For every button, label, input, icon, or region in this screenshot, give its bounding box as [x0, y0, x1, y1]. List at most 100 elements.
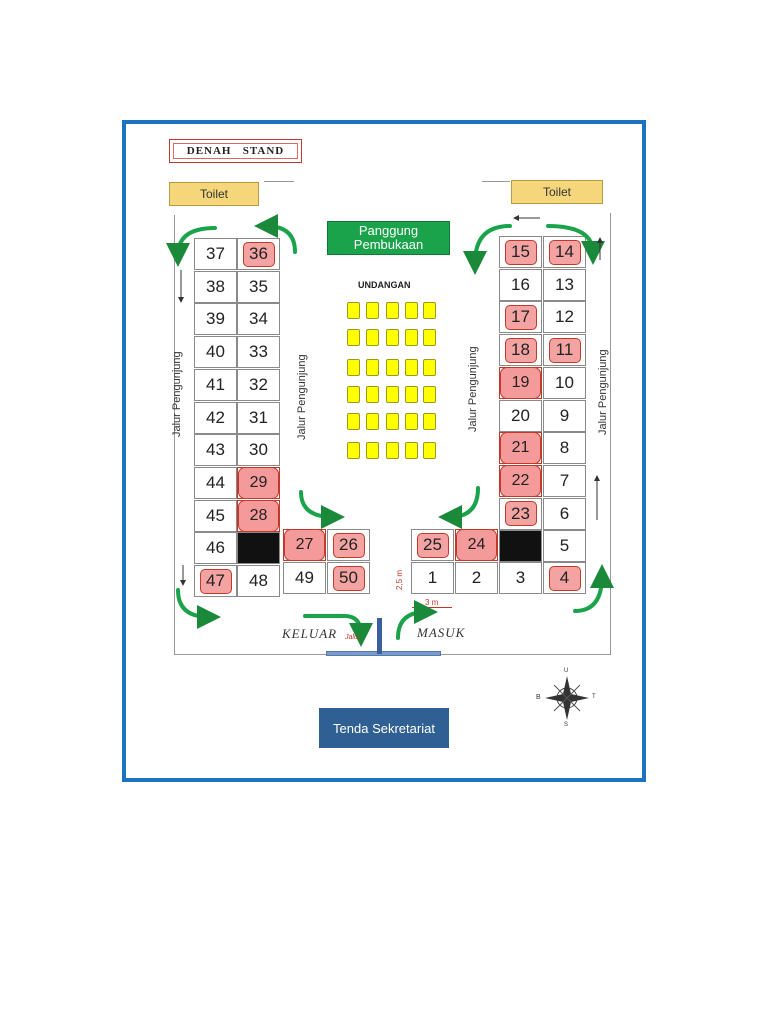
stand-18: 18 [499, 334, 542, 367]
arrow-masuk [396, 600, 438, 640]
stand-number: 50 [332, 565, 365, 591]
toilet-right: Toilet [511, 180, 603, 204]
stand-number: 49 [295, 568, 314, 587]
arrow-mid-right [438, 486, 480, 529]
arrow-keluar [303, 614, 373, 647]
guest-seat [366, 329, 379, 346]
stand-number: 9 [559, 405, 570, 425]
stand-number: 7 [559, 470, 570, 490]
stand-40: 40 [194, 336, 237, 369]
stand-number: 47 [199, 568, 232, 594]
guest-seat [423, 329, 436, 346]
stand-number: 12 [555, 307, 574, 327]
stand-50: 50 [327, 562, 370, 594]
stand-3: 3 [499, 562, 542, 594]
stand-12: 12 [543, 301, 586, 334]
stand-27: 27 [283, 529, 326, 561]
stand-21: 21 [499, 432, 542, 465]
stand-number: 26 [332, 532, 365, 558]
stand-20: 20 [499, 399, 542, 432]
guest-seat [423, 442, 436, 459]
arrow-top-right-2 [546, 224, 605, 265]
guest-seat [386, 413, 399, 430]
compass-west: B [536, 694, 541, 701]
guest-seat [386, 442, 399, 459]
stand-number: 4 [548, 565, 581, 591]
stage-line-1: Panggung [358, 223, 419, 238]
stand-number: 3 [515, 568, 526, 587]
guest-seat [405, 413, 418, 430]
stand-number: 40 [206, 342, 225, 362]
guest-seat [386, 359, 399, 376]
guest-seat [366, 359, 379, 376]
guest-seat [386, 302, 399, 319]
arrow-mid-left [299, 490, 345, 529]
stand-10: 10 [543, 366, 586, 399]
guest-seat [347, 442, 360, 459]
stand-39: 39 [194, 303, 237, 336]
stand-13: 13 [543, 268, 586, 301]
stand-number: 2 [471, 568, 482, 587]
guest-seat [386, 329, 399, 346]
stand-number: 46 [206, 538, 225, 558]
stand-31: 31 [237, 401, 280, 434]
stand-4: 4 [543, 562, 586, 594]
stand-number: 16 [511, 274, 530, 294]
stand-number: 22 [500, 464, 541, 497]
stage-line-2: Pembukaan [353, 237, 424, 252]
guest-seat [405, 442, 418, 459]
stand-number: 42 [206, 407, 225, 427]
entrance-divider [377, 618, 382, 654]
opening-stage: Panggung Pembukaan [327, 221, 450, 255]
guest-seat [405, 329, 418, 346]
guest-seat [386, 386, 399, 403]
plan-title: DENAH STAND [186, 145, 285, 157]
guest-seat [366, 302, 379, 319]
guest-seat [423, 386, 436, 403]
guests-label: UNDANGAN [358, 280, 411, 290]
guest-seat [423, 302, 436, 319]
stand-14: 14 [543, 236, 586, 268]
stand-number: 32 [249, 374, 268, 394]
stand-42: 42 [194, 401, 237, 434]
stand-5: 5 [543, 530, 586, 563]
stand-35: 35 [237, 270, 280, 303]
stand-44: 44 [194, 466, 237, 499]
guest-seat [423, 359, 436, 376]
stand-25: 25 [411, 529, 454, 561]
stand-number: 30 [249, 440, 268, 460]
stand-number: 19 [500, 366, 541, 399]
stand-number: 5 [559, 536, 570, 556]
stand-number: 13 [555, 274, 574, 294]
area-line-left [174, 215, 175, 655]
stand-number: 45 [206, 505, 225, 525]
stand-blocked [237, 532, 280, 565]
compass-rose-icon [545, 676, 589, 720]
toilet-left: Toilet [169, 182, 259, 206]
stand-number: 6 [559, 503, 570, 523]
stand-15: 15 [499, 236, 542, 268]
stand-number: 35 [249, 276, 268, 296]
arrow-top-left-2 [254, 214, 297, 254]
exit-label: KELUAR [282, 626, 338, 641]
stand-1: 1 [411, 562, 454, 594]
stand-number: 8 [559, 438, 570, 458]
stand-number: 10 [555, 372, 574, 392]
stand-19: 19 [499, 366, 542, 399]
entry-label: MASUK [417, 625, 466, 640]
stand-number: 39 [206, 309, 225, 329]
compass-south: S [564, 722, 569, 728]
stand-30: 30 [237, 434, 280, 467]
stand-11: 11 [543, 334, 586, 367]
guest-seat [347, 302, 360, 319]
stand-34: 34 [237, 303, 280, 336]
stand-number: 14 [548, 239, 581, 265]
stand-number: 21 [500, 432, 541, 465]
stand-number: 11 [548, 337, 581, 363]
stand-28: 28 [237, 499, 280, 532]
stand-number: 44 [206, 472, 225, 492]
stand-36: 36 [237, 238, 280, 270]
stand-number: 43 [206, 440, 225, 460]
stand-7: 7 [543, 464, 586, 497]
